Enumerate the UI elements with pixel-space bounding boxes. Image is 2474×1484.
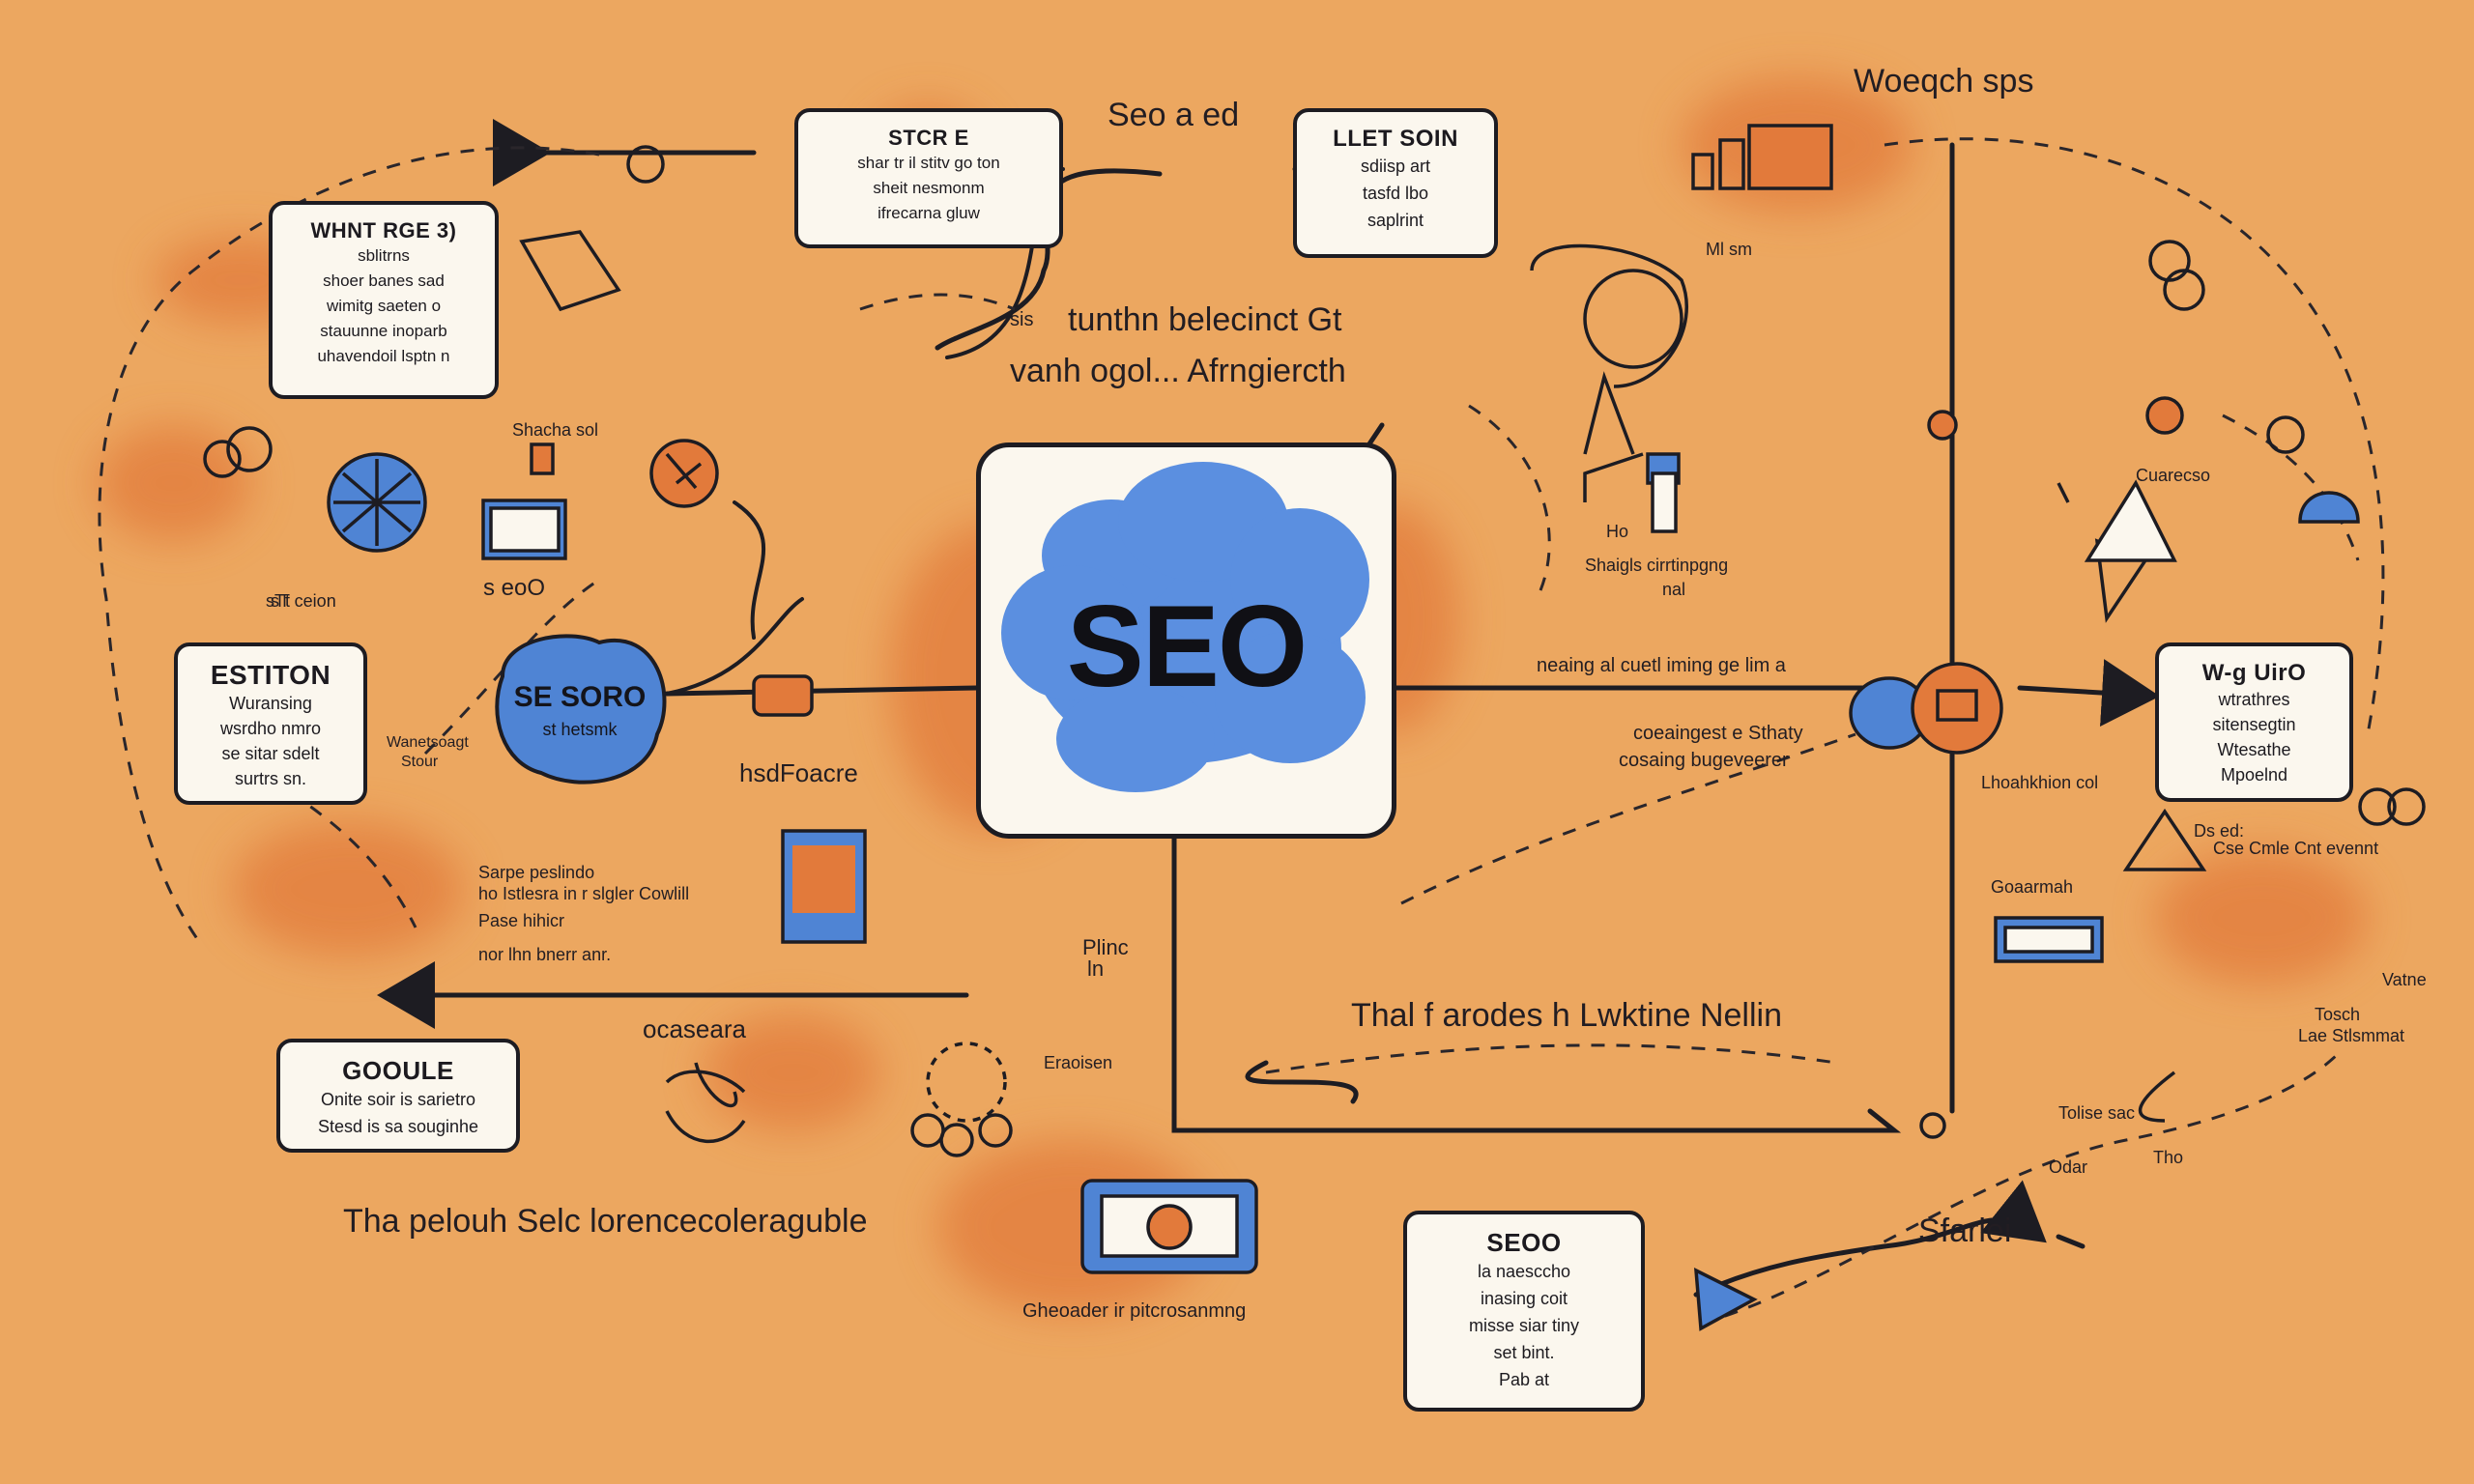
box-line: sdiisp art (1360, 157, 1431, 176)
box-left: ESTITON Wuransing wsrdho nmro se sitar s… (174, 642, 367, 805)
label-sngeevent: Cse Cmle Cnt evennt (2213, 839, 2379, 858)
label-rouce: Wanetsoagt (387, 734, 469, 751)
label-o7: Ho (1606, 522, 1629, 541)
box-line: stauunne inoparb (320, 322, 447, 340)
label-lesnmon: Lae Stlsmmat (2298, 1026, 2405, 1045)
label-lchton: sT ceion (271, 591, 336, 611)
box-line: se sitar sdelt (221, 744, 320, 763)
label-saro-3: Pase hihicr (478, 911, 565, 930)
label-crlsn: Eraoisen (1044, 1053, 1113, 1072)
box-title: LLET SOIN (1333, 126, 1458, 152)
box-line: Stesd is sa souginhe (317, 1117, 479, 1136)
box-line: Onite soir is sarietro (320, 1090, 476, 1109)
box-title: GOOULE (342, 1056, 454, 1085)
label-coll: s eoO (483, 575, 546, 601)
box-title: STCR E (888, 126, 969, 150)
box-line: saplrint (1366, 211, 1424, 230)
box-line: wimitg saeten o (326, 297, 442, 315)
label-cuarco: Cuarecso (2136, 466, 2211, 485)
box-line: la naesccho (1477, 1262, 1571, 1281)
bottom-left-title: Tha pelouh Selc lorencecoleraguble (343, 1203, 868, 1240)
label-plimit: Plinc (1082, 935, 1129, 959)
label-thoubhion: Lhoahkhion col (1981, 773, 2099, 792)
label-yes: Ml sm (1706, 240, 1752, 259)
label-tolsa: Tolise sac (2058, 1103, 2136, 1123)
label-cus: sTt (266, 591, 290, 611)
box-top-center: STCR E shar tr il stitv go ton sheit nes… (794, 108, 1063, 248)
box-line: uhavendoil lsptn n (317, 347, 450, 365)
label-oceasera: ocaseara (643, 1014, 746, 1043)
label-saro-2: ho Istlesra in r slgler Cowlill (478, 884, 690, 903)
label-saro: Sarpe peslindo (478, 863, 595, 882)
box-title: WHNT RGE 3) (310, 218, 457, 243)
box-right: W-g UirO wtrathres sitensegtin Wtesathe … (2155, 642, 2353, 802)
box-line: surtrs sn. (234, 769, 306, 788)
box-line: sblitrns (358, 246, 410, 265)
box-line: wtrathres (2218, 690, 2290, 709)
box-bottom-left: GOOULE Onite soir is sarietro Stesd is s… (276, 1039, 520, 1153)
box-bottom-center: SEOO la naesccho inasing coit misse siar… (1403, 1211, 1645, 1412)
label-shoutu: Shacha sol (512, 420, 599, 440)
box-title: W-g UirO (2201, 660, 2307, 686)
bottom-right-title: Thal f arodes h Lwktine Nellin (1351, 997, 1783, 1034)
box-line: sheit nesmonm (873, 179, 985, 197)
box-line: shar tr il stitv go ton (857, 154, 1000, 172)
box-line: Mpoelnd (2220, 765, 2288, 785)
box-title: SEOO (1486, 1228, 1562, 1257)
box-top-mid: LLET SOIN sdiisp art tasfd lbo saplrint (1293, 108, 1498, 258)
center-prefix: sis (1010, 309, 1034, 330)
label-nearing: neaing al cuetl iming ge lim a (1537, 655, 1786, 676)
box-line: Wtesathe (2217, 740, 2291, 759)
box-title: ESTITON (210, 660, 331, 690)
label-covering-1: coeaingest e Sthaty (1633, 723, 1803, 744)
box-line: misse siar tiny (1468, 1316, 1580, 1335)
label-covering-2: cosaing bugeveerer (1619, 750, 1789, 771)
box-line: Pab at (1498, 1370, 1550, 1389)
label-odar: Odar (2049, 1157, 2088, 1177)
box-line: Wuransing (229, 694, 312, 713)
label-gescale: Gheoader ir pitcrosanmng (1022, 1300, 1247, 1322)
label-shaig-2: nal (1662, 580, 1686, 599)
box-line: shoer banes sad (323, 271, 445, 290)
label-goshmshi: Goaarmah (1991, 877, 2074, 897)
box-line: ifrecarna gluw (877, 204, 980, 222)
box-line: sitensegtin (2212, 715, 2296, 734)
label-hsdroacre: hsdFoacre (739, 758, 858, 787)
center-line-2: vanh ogol... Afrngiercth (1010, 353, 1346, 389)
label-ln: ln (1087, 956, 1105, 981)
hub-title: SEO (1066, 582, 1308, 711)
box-top-left: WHNT RGE 3) sblitrns shoer banes sad wim… (269, 201, 499, 399)
sketch-decorations (203, 145, 2426, 1248)
label-shaig: Shaigls cirrtinpgng (1585, 556, 1729, 575)
label-rouce-2: Stour (401, 754, 439, 770)
label-saro-4: nor lhn bnerr anr. (478, 945, 612, 964)
label-tho: Tho (2153, 1148, 2184, 1167)
box-line: wsrdho nmro (219, 719, 322, 738)
center-line-1: tunthn belecinct Gt (1068, 301, 1342, 338)
box-line: set bint. (1493, 1343, 1555, 1362)
label-hch: Tosch (2315, 1005, 2361, 1024)
icon-accents (327, 124, 2360, 1331)
blue-node-title: SE SORO (513, 681, 647, 713)
label-vatne: Vatne (2382, 970, 2427, 989)
box-line: inasing coit (1480, 1289, 1568, 1308)
heading-top-right: Woeqch sps (1854, 63, 2034, 100)
label-sfarlei: Sfarlei (1918, 1213, 2012, 1249)
blue-node-sub: st hetsmk (542, 720, 618, 739)
label-seo-aed: Seo a ed (1108, 97, 1240, 133)
label-ds: Ds ed: (2194, 821, 2245, 841)
box-line: tasfd lbo (1362, 184, 1429, 203)
